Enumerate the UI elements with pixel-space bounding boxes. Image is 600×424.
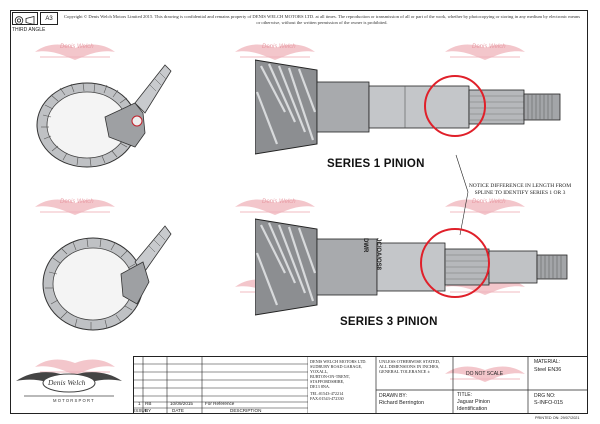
watermark-text: Denis Welch (262, 199, 296, 205)
series1-gearset-drawing (36, 64, 172, 168)
logo-brand: Denis Welch (48, 378, 86, 387)
material-value: Steel EN36 (534, 367, 562, 373)
company-address: DENIS WELCH MOTORS LTD. SUDBURY ROAD GAR… (310, 359, 367, 401)
series3-gearset-drawing (42, 225, 172, 331)
logo-sub: MOTORSPORT (53, 398, 95, 403)
revision-grid (133, 356, 308, 414)
title-label: TITLE: (457, 392, 473, 398)
drg-no-value: S-INFO-015 (534, 400, 564, 406)
drawn-by-label: DRAWN BY: (379, 393, 407, 399)
watermark-text: Denis Welch (60, 44, 94, 50)
company-logo (16, 372, 122, 397)
rev-date-header: DATE (172, 408, 184, 413)
rev-by-cell: RB (145, 401, 152, 406)
series1-pinion-drawing (255, 59, 561, 155)
watermark-text: Denis Welch (60, 199, 94, 205)
drg-no-label: DRG NO: (534, 393, 556, 399)
drawn-by-value: Richard Berrington (379, 400, 424, 406)
watermark-text: Denis Welch (262, 44, 296, 50)
rev-date-cell: 10/09/2015 (170, 401, 193, 406)
rev-by-header: BY (145, 408, 152, 413)
rev-description-header: DESCRIPTION (230, 408, 262, 413)
title-value-line2: Identification (457, 406, 488, 412)
series1-label: SERIES 1 PINION (327, 158, 425, 170)
rev-description-cell: For Reference (205, 401, 235, 406)
title-grid (375, 356, 588, 414)
material-label: MATERIAL: (534, 359, 561, 365)
projection-symbol (12, 12, 38, 26)
copyright-notice: Copyright © Denis Welch Motors Limited 2… (63, 14, 581, 25)
tolerance-note: UNLESS OTHERWISE STATED, ALL DIMENSIONS … (379, 359, 440, 374)
sheet-size: A3 (40, 12, 58, 25)
do-not-scale: DO NOT SCALE (466, 371, 504, 377)
series3-pinion-drawing (255, 218, 568, 316)
pinion-stamp-2: JC/OA/OS8 (375, 238, 381, 271)
rev-issue-header: ISSUE (134, 408, 148, 413)
note-leader-lines (455, 154, 469, 236)
series3-label: SERIES 3 PINION (340, 316, 438, 328)
pinion-stamp-1: DWR (362, 238, 368, 253)
rev-issue-cell: 1 (138, 401, 141, 406)
title-value-line1: Jaguar Pinion (457, 399, 490, 405)
watermark-text: Denis Welch (472, 44, 506, 50)
printed-on: PRINTED ON: 29/07/2021 (535, 416, 580, 420)
identification-note: NOTICE DIFFERENCE IN LENGTH FROM SPLINE … (468, 183, 572, 196)
projection-label: THIRD ANGLE (12, 27, 46, 33)
watermark-text: Denis Welch (472, 199, 506, 205)
title-block (133, 356, 588, 414)
